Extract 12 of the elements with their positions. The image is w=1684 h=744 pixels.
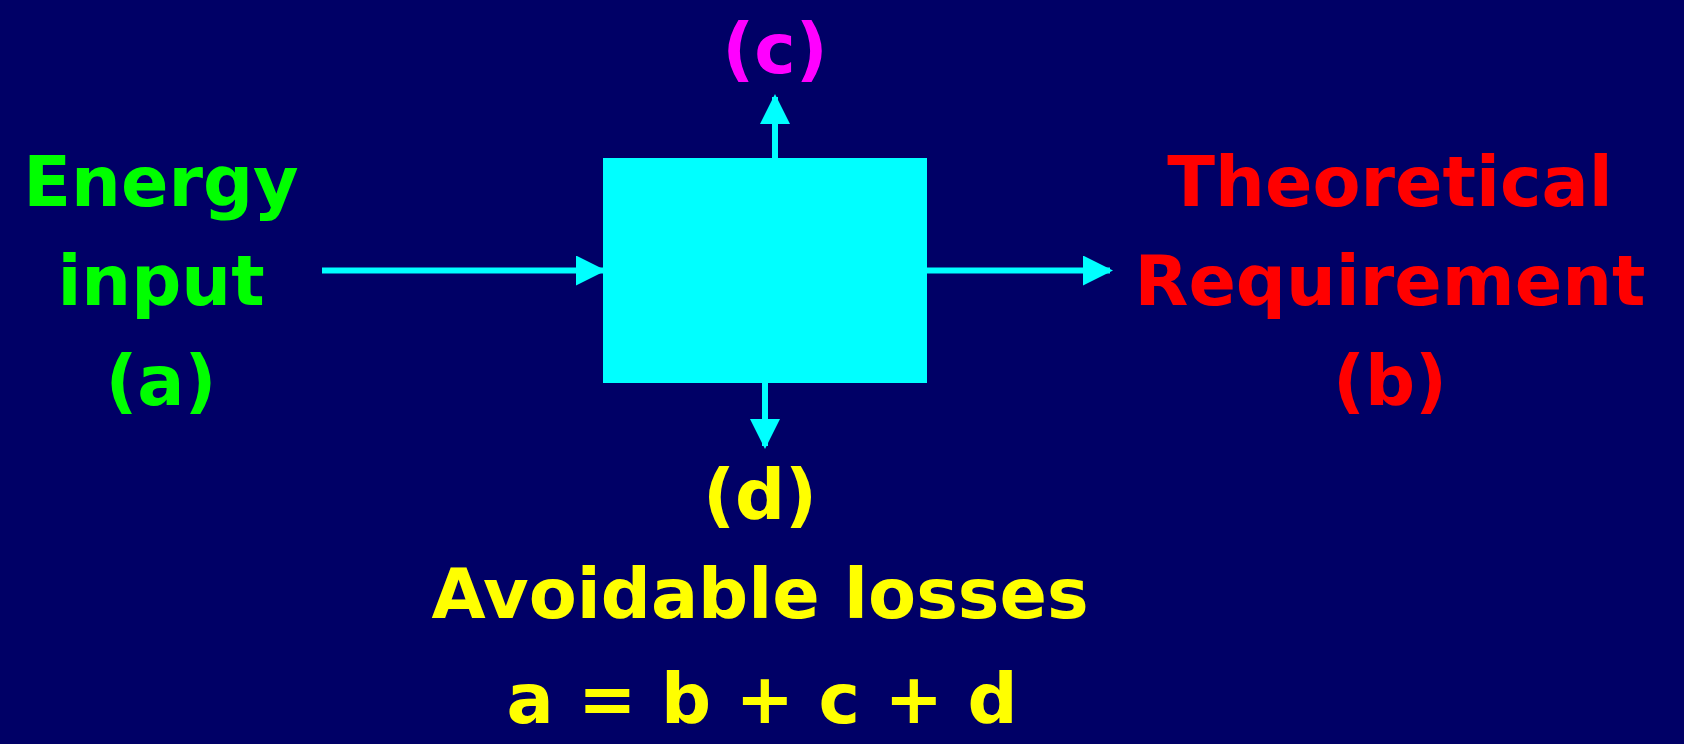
node-label: (c) [722, 7, 828, 92]
node-label: Energy input [22, 140, 300, 325]
node-label: (b) [1332, 338, 1448, 424]
node-label: (a) [105, 338, 217, 424]
arrow [760, 94, 790, 158]
process-box [603, 158, 927, 383]
arrow [927, 255, 1113, 286]
equation: a = b + c + d [505, 664, 1019, 734]
node-label: Theoretical Requirement [1133, 140, 1647, 325]
arrow [750, 383, 780, 449]
node-label: (d) [702, 453, 818, 538]
node-label: Avoidable losses [431, 552, 1089, 638]
